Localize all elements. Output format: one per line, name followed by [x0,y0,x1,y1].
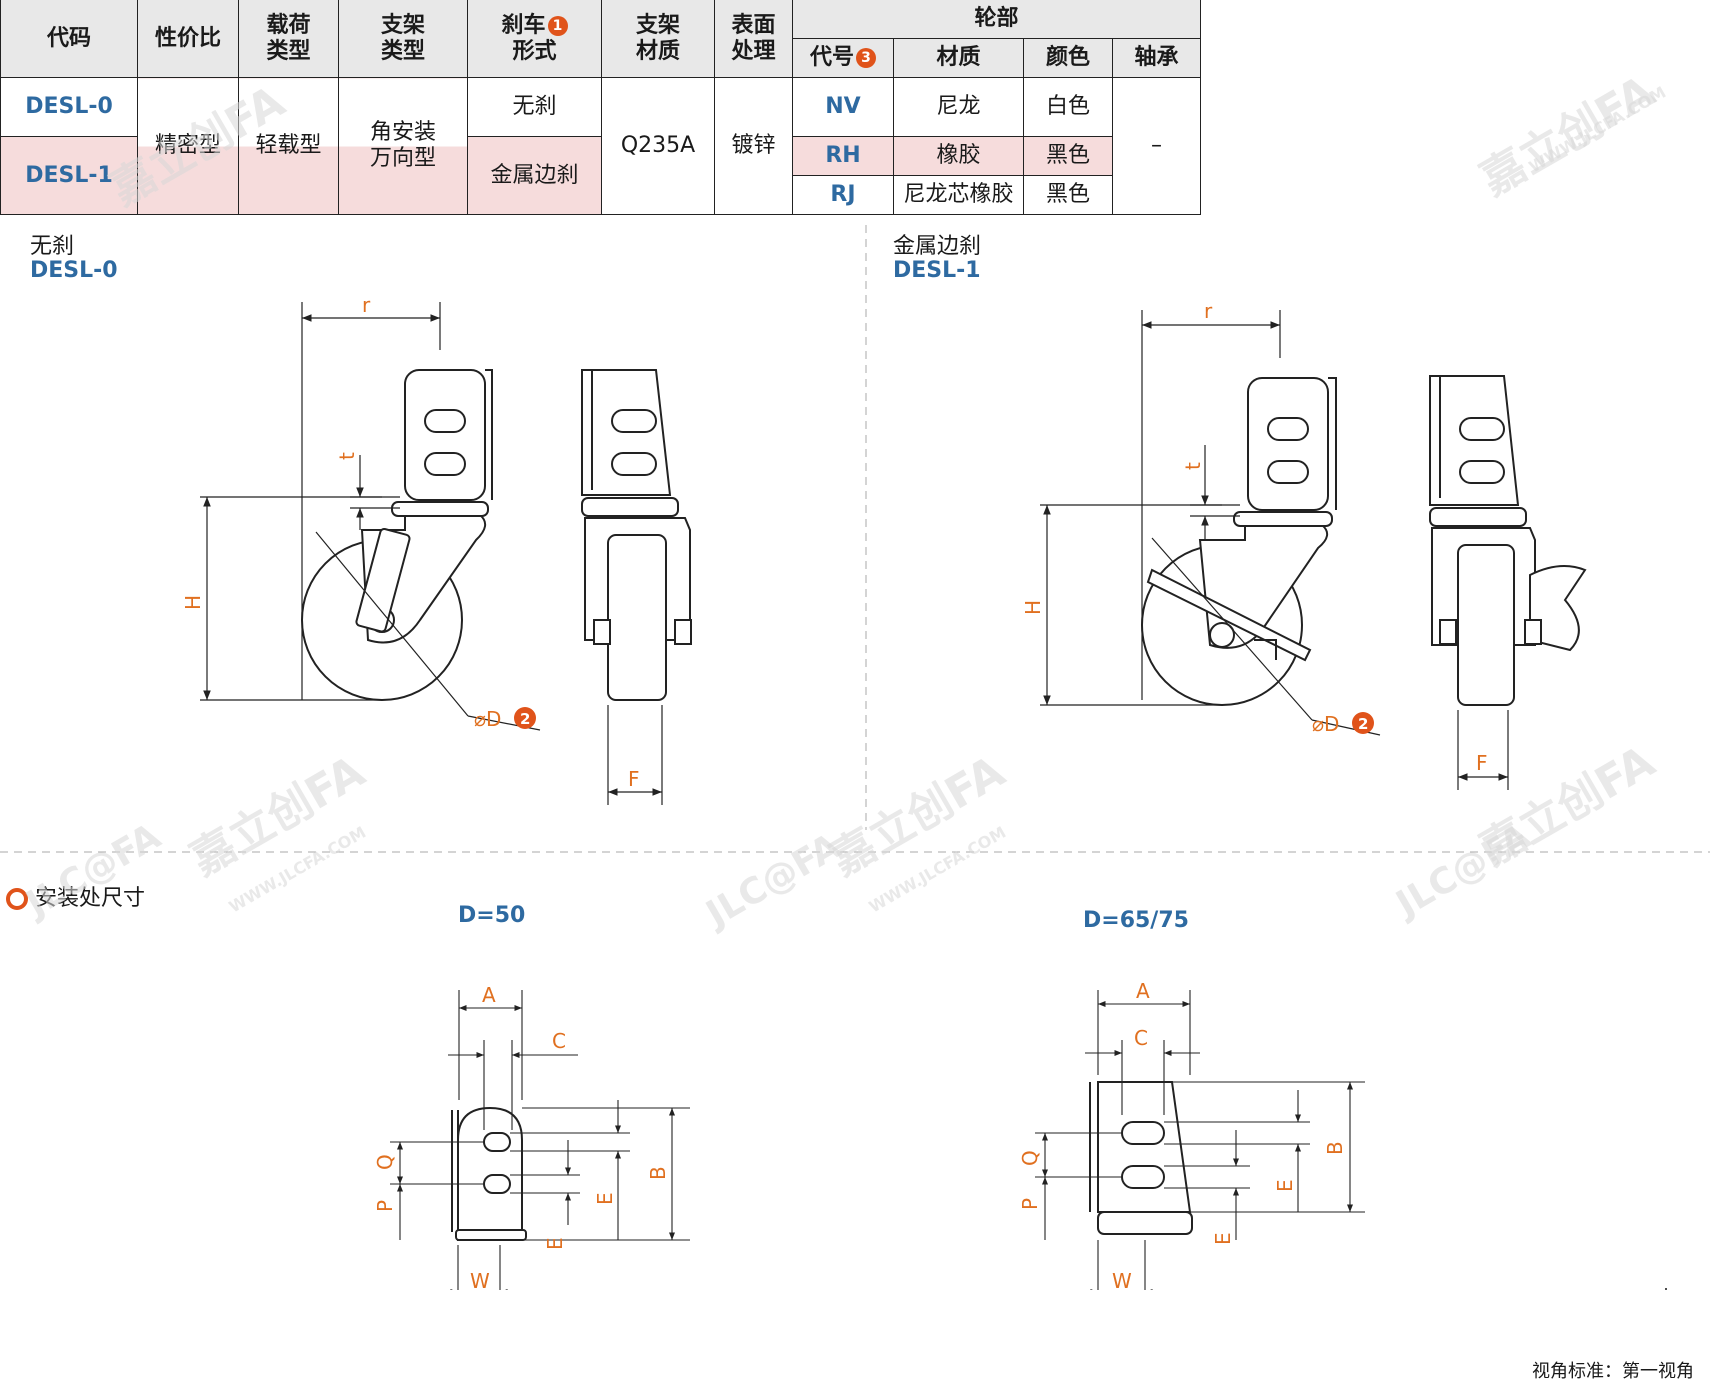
right-front-dims [1457,710,1509,790]
cell-bracket-material: Q235A [601,77,715,215]
cell-wheel-code-0: NV [792,77,894,137]
svg-text:2: 2 [1358,715,1368,733]
badge-1: 1 [547,15,568,36]
label-t: t [335,452,359,460]
header-code: 代码 [0,0,138,78]
header-wheel: 轮部 [791,0,1202,39]
cell-wheel-color-2: 黑色 [1023,175,1113,215]
cell-wheel-code-1: RH [792,136,894,176]
header-wheel-bearing: 轴承 [1111,38,1202,78]
cell-wheel-code-2: RJ [792,175,894,215]
cell-wheel-material-2: 尼龙芯橡胶 [893,175,1024,215]
left-drawing-title: 无刹 [30,234,75,259]
projection-symbol-icon [1665,1288,1667,1290]
mount-right-title: D=65/75 [1083,908,1189,933]
mount-plate-large [1089,1081,1193,1235]
label-r-right: r [1204,299,1213,323]
header-wheel-material: 材质 [893,38,1024,78]
right-side-dims [1040,310,1381,736]
cell-wheel-material-0: 尼龙 [893,77,1024,137]
mount-small-label-C: C [552,1029,566,1053]
header-wheel-color: 颜色 [1023,38,1113,78]
mount-small-label-P: P [373,1200,397,1212]
mount-plate-small [451,1106,527,1241]
header-cost: 性价比 [137,0,239,78]
right-side-view [1141,377,1337,706]
cell-wheel-material-1: 橡胶 [893,136,1024,176]
mount-small-label-E1: E [593,1192,617,1205]
left-side-view [301,369,493,701]
mount-small-label-B: B [646,1166,670,1180]
mount-large-label-P: P [1018,1198,1042,1210]
projection-standard-label: 视角标准：第一视角 [1532,1361,1694,1382]
cell-bearing: – [1111,77,1202,215]
badge-2-left [514,707,536,729]
label-H-right: H [1021,600,1045,615]
caster-drawings: r t H ⌀D 2 F [0,225,1710,853]
mount-large-label-B: B [1323,1141,1347,1155]
circle-bullet-icon [6,888,28,910]
cell-code-1: DESL-1 [0,136,138,215]
header-load: 载荷类型 [238,0,339,78]
label-F-right: F [1476,751,1488,775]
header-surface: 表面处理 [714,0,793,78]
label-D-left: ⌀D [474,707,501,731]
cell-code-0: DESL-0 [0,77,138,137]
cell-cost: 精密型 [137,77,239,215]
header-bracket: 支架类型 [338,0,468,78]
cell-brake-0: 无刹 [467,77,602,137]
badge-2-right [1352,712,1374,734]
label-H: H [181,595,205,610]
mount-large-label-E2: E [1211,1232,1235,1245]
header-material: 支架材质 [601,0,715,78]
label-D-right: ⌀D [1312,712,1339,736]
mount-large-label-W: W [1112,1269,1132,1290]
mount-small-dims [390,990,690,1290]
mount-large-label-E1: E [1273,1179,1297,1192]
label-r: r [362,293,371,317]
right-front-view [1429,375,1587,706]
mount-large-label-A: A [1136,979,1150,1003]
label-F-left: F [628,767,640,791]
mount-large-label-Q: Q [1018,1150,1042,1166]
mount-section-title: 安装处尺寸 [6,880,145,912]
right-drawing-code: DESL-1 [893,258,981,283]
mount-small-label-A: A [482,983,496,1007]
left-drawing-code: DESL-0 [30,258,118,283]
cell-bracket: 角安装万向型 [338,77,468,215]
left-front-view [581,369,692,701]
mount-large-label-C: C [1134,1026,1148,1050]
cell-wheel-color-1: 黑色 [1023,136,1113,176]
mount-left-title: D=50 [458,903,526,928]
mount-large-dims [1035,990,1365,1290]
mount-small-label-Q: Q [373,1154,397,1170]
badge-3: 3 [856,48,876,68]
svg-text:2: 2 [520,710,530,728]
watermark-brand: 嘉立创FA [1472,66,1664,206]
left-front-dims [607,705,663,805]
mount-drawings: A C B E E Q P W [373,979,1667,1290]
cell-brake-1: 金属边刹 [467,136,602,215]
right-drawing-title: 金属边刹 [893,234,982,259]
label-t-right: t [1181,462,1205,470]
mount-small-label-E2: E [543,1237,567,1250]
cell-wheel-color-0: 白色 [1023,77,1113,137]
mount-small-label-W: W [470,1269,490,1290]
cell-surface: 镀锌 [714,77,793,215]
